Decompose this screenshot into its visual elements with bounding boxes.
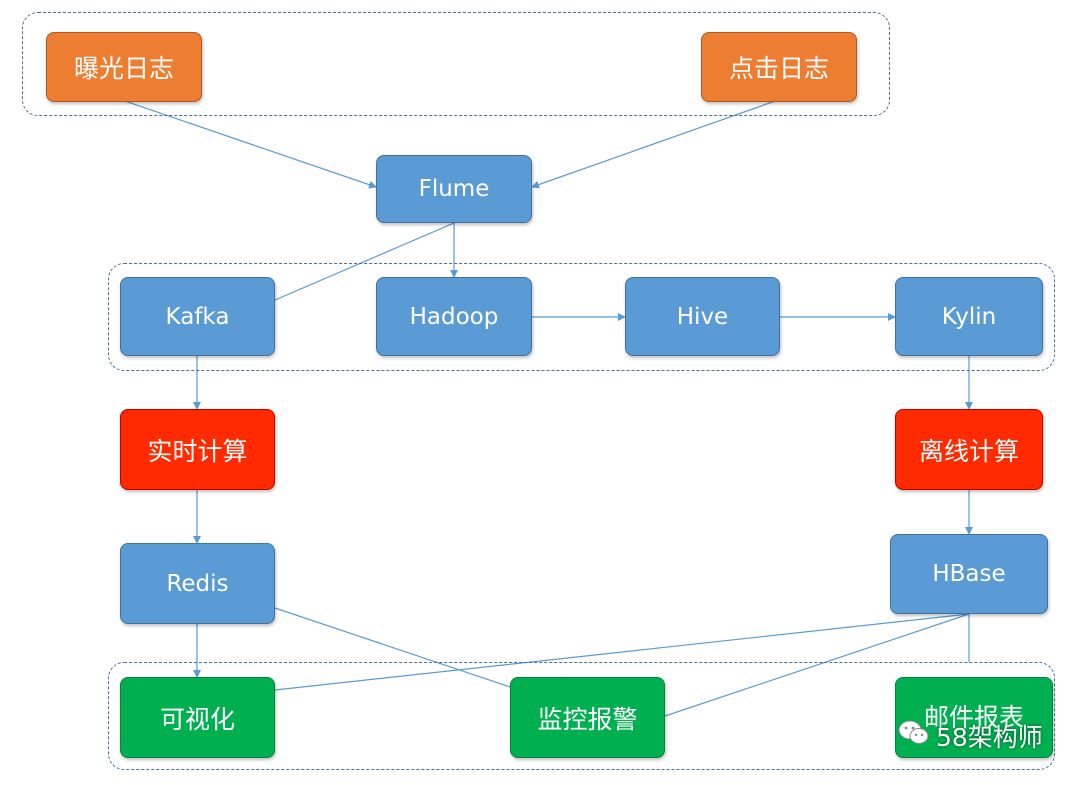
edge-exposure-flume — [121, 99, 377, 189]
hadoop-label: Hadoop — [409, 303, 499, 330]
kylin-node[interactable]: Kylin — [895, 277, 1043, 356]
realtime-compute-label: 实时计算 — [147, 436, 248, 466]
realtime-compute-node[interactable]: 实时计算 — [120, 409, 275, 490]
log-sources-group — [22, 12, 890, 116]
edge-hbase-visualization — [274, 613, 970, 691]
flume-label: Flume — [418, 176, 490, 202]
hadoop-node[interactable]: Hadoop — [376, 277, 532, 356]
visualization-node[interactable]: 可视化 — [120, 677, 275, 758]
storage-pipeline-group — [108, 263, 1055, 371]
redis-node[interactable]: Redis — [120, 543, 275, 624]
flume-node[interactable]: Flume — [376, 155, 532, 223]
click-log-label: 点击日志 — [728, 54, 829, 83]
kafka-label: Kafka — [165, 303, 230, 330]
offline-compute-node[interactable]: 离线计算 — [895, 409, 1043, 490]
watermark: 58架构师 — [898, 718, 1043, 754]
edge-flume-kafka — [274, 222, 455, 301]
monitoring-alert-node[interactable]: 监控报警 — [510, 677, 665, 758]
exposure-log-label: 曝光日志 — [73, 54, 174, 83]
wechat-icon — [898, 719, 930, 753]
email-report-label: 邮件报表 — [923, 703, 1024, 732]
offline-compute-label: 离线计算 — [918, 436, 1019, 466]
email-report-node[interactable]: 邮件报表 — [895, 677, 1053, 758]
visualization-label: 可视化 — [159, 704, 235, 734]
outputs-group — [108, 662, 1055, 770]
edge-click-flume — [531, 99, 779, 189]
hbase-label: HBase — [932, 561, 1006, 587]
exposure-log-node[interactable]: 曝光日志 — [46, 32, 202, 102]
edge-redis-monitoring — [274, 607, 541, 698]
redis-label: Redis — [166, 570, 229, 597]
kylin-label: Kylin — [941, 303, 997, 330]
hbase-node[interactable]: HBase — [890, 534, 1048, 614]
watermark-text: 58架构师 — [936, 723, 1043, 752]
edge-hbase-monitoring — [664, 613, 970, 717]
hive-label: Hive — [676, 303, 729, 330]
monitoring-alert-label: 监控报警 — [537, 704, 638, 734]
kafka-node[interactable]: Kafka — [120, 277, 275, 356]
click-log-node[interactable]: 点击日志 — [701, 32, 857, 102]
hive-node[interactable]: Hive — [625, 277, 780, 356]
